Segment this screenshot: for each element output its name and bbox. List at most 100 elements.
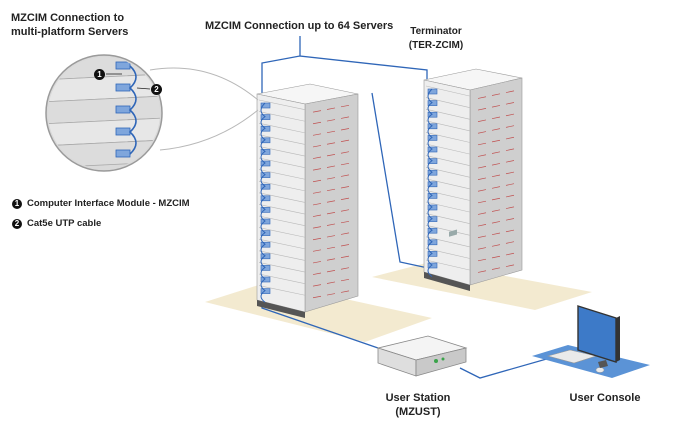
left-rack-mzcim-module [260, 102, 271, 109]
right-rack-server-detail [491, 151, 501, 154]
left-rack-server-detail [312, 237, 322, 241]
right-rack-server-detail [477, 258, 487, 262]
right-rack-server-detail [491, 105, 501, 108]
left-rack-server-detail [340, 162, 350, 166]
left-rack-slot-divider [258, 250, 306, 261]
right-rack-slot-divider [425, 236, 471, 248]
left-rack-server-detail [340, 197, 350, 200]
right-rack-mzcim-module [427, 135, 438, 141]
up-to-64-servers-label: MZCIM Connection up to 64 Servers [205, 20, 394, 32]
right-rack-daisy-chain-cable [427, 88, 433, 278]
left-rack-server-detail [312, 145, 322, 148]
zoom-server-shelf [48, 95, 160, 125]
right-rack-server-detail [505, 148, 515, 151]
user-station-label-line1: User Station [385, 392, 451, 404]
left-rack-server-detail [326, 119, 336, 122]
right-rack-server-detail [505, 194, 515, 198]
right-rack-server-detail [505, 136, 515, 140]
left-rack-server-detail [326, 293, 336, 296]
user-station-device[interactable] [376, 229, 468, 377]
left-rack-mzcim-module [260, 207, 271, 213]
left-rack-slot-divider [258, 204, 306, 215]
left-rack-mzcim-module [260, 241, 271, 248]
right-rack-mzcim-module [427, 193, 438, 199]
right-rack-slot-divider [425, 155, 471, 167]
zoom-mzcim-module [115, 61, 131, 70]
left-rack-slot-divider [258, 227, 306, 238]
left-rack-slot-divider [258, 134, 306, 145]
left-rack-slot-divider [258, 99, 306, 110]
left-rack-server-detail [340, 186, 350, 189]
left-rack-mzcim-module [260, 265, 271, 271]
terminator-label-line1: Terminator [410, 26, 462, 37]
left-rack-server-detail [340, 255, 350, 258]
zoom-mzcim-module [115, 105, 131, 114]
left-rack-server-detail [326, 188, 336, 192]
right-rack-slot-divider [425, 143, 471, 155]
right-rack-mzcim-module [427, 146, 438, 153]
left-rack-server-detail [340, 278, 350, 282]
right-rack-server-detail [477, 189, 487, 192]
right-rack-server-detail [505, 183, 515, 186]
legend-item-2: 2 Cat5e UTP cable [12, 218, 101, 229]
right-rack-server-detail [505, 102, 515, 105]
right-rack-server-detail [491, 255, 501, 259]
zoom-server-shelf [48, 73, 160, 103]
left-rack-mzcim-module [260, 183, 271, 190]
callout-badge-2: 2 [151, 84, 162, 95]
left-rack-server-detail [312, 295, 322, 299]
server-rack-right [423, 68, 523, 291]
left-rack-mzcim-module [260, 160, 271, 167]
left-rack-server-detail [326, 258, 336, 261]
left-rack-server-detail [326, 154, 336, 157]
user-console-label: User Console [569, 392, 641, 404]
right-rack-mzcim-module [427, 204, 438, 211]
left-rack-server-detail [340, 220, 350, 224]
left-rack-server-detail [326, 165, 336, 168]
left-rack-server-detail [326, 246, 336, 250]
left-rack-server-detail [340, 174, 350, 177]
right-rack-server-detail [491, 267, 501, 270]
right-rack-server-detail [477, 166, 487, 169]
user-console-device[interactable] [532, 305, 650, 378]
right-rack-server-detail [491, 232, 501, 236]
left-rack-slot-divider [258, 215, 306, 226]
zoom-mzcim-module [115, 149, 131, 158]
zoom-cat5e-cable [128, 65, 137, 155]
right-rack-server-detail [477, 177, 487, 180]
right-rack-slot-divider [425, 132, 471, 143]
right-rack-slot-divider [425, 248, 471, 259]
right-rack-mzcim-module [427, 216, 438, 222]
left-rack-server-detail [326, 223, 336, 226]
right-rack-server-detail [491, 244, 501, 247]
right-rack-server-detail [505, 252, 515, 256]
left-rack-server-detail [312, 110, 322, 113]
left-rack-mzcim-module [260, 114, 271, 120]
left-rack-server-detail [340, 290, 350, 293]
right-rack-server-detail [491, 93, 501, 96]
left-rack-server-detail [340, 139, 350, 142]
multi-platform-label: MZCIM Connection to multi-platform Serve… [11, 11, 128, 39]
left-rack-server-detail [340, 116, 350, 119]
left-rack-server-detail [340, 128, 350, 131]
right-rack-server-detail [491, 186, 501, 189]
right-rack-server-detail [491, 139, 501, 143]
right-rack-mzcim-module [427, 111, 438, 118]
left-rack-mzcim-module [260, 276, 271, 283]
right-rack-server-detail [477, 96, 487, 99]
multi-platform-label-line2: multi-platform Servers [11, 26, 129, 38]
right-rack-server-detail [477, 142, 487, 146]
left-rack-slot-divider [258, 238, 306, 250]
left-rack-server-detail [312, 272, 322, 275]
left-rack-slot-divider [258, 262, 306, 273]
left-rack-slot-divider [258, 192, 306, 203]
left-rack-server-detail [312, 249, 322, 252]
terminator-label: Terminator (TER-ZCIM) [409, 25, 463, 53]
right-rack-mzcim-module [427, 88, 438, 95]
right-rack-server-detail [477, 108, 487, 111]
left-rack-slot-divider [258, 180, 306, 192]
right-rack-server-detail [505, 206, 515, 209]
right-rack-slot-divider [425, 178, 471, 190]
right-rack-slot-divider [425, 166, 471, 178]
